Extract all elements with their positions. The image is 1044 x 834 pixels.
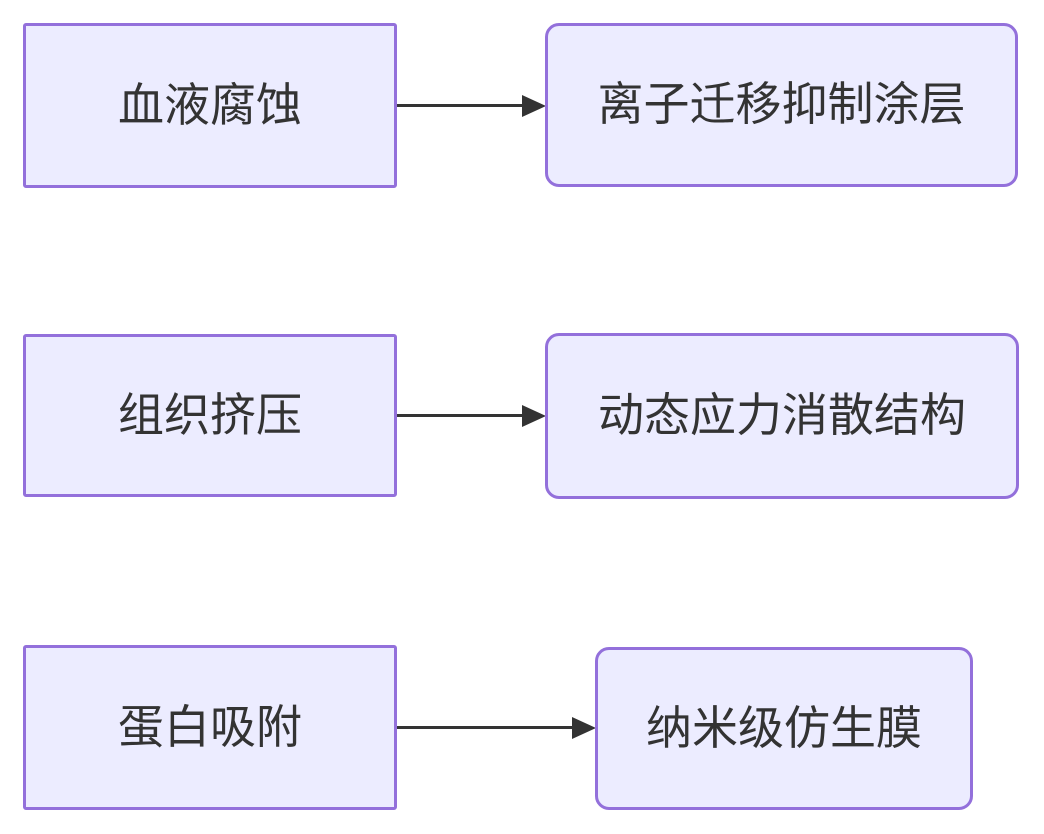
node-nanoscale-biomimetic-membrane: 纳米级仿生膜 <box>595 647 973 810</box>
node-label: 血液腐蚀 <box>118 78 302 131</box>
flow-arrow-right-icon <box>397 414 522 417</box>
flow-arrow-right-icon <box>397 104 522 107</box>
node-label: 离子迁移抑制涂层 <box>597 78 966 131</box>
node-ion-migration-inhibition-coating: 离子迁移抑制涂层 <box>545 23 1018 187</box>
flow-arrow-right-icon <box>397 726 572 729</box>
node-protein-adsorption: 蛋白吸附 <box>23 645 397 810</box>
node-dynamic-stress-dissipation-structure: 动态应力消散结构 <box>545 333 1019 499</box>
node-blood-corrosion: 血液腐蚀 <box>23 23 397 188</box>
node-label: 组织挤压 <box>118 388 302 441</box>
node-tissue-compression: 组织挤压 <box>23 334 397 497</box>
node-label: 动态应力消散结构 <box>598 389 966 442</box>
node-label: 蛋白吸附 <box>118 700 302 753</box>
node-label: 纳米级仿生膜 <box>646 701 922 754</box>
